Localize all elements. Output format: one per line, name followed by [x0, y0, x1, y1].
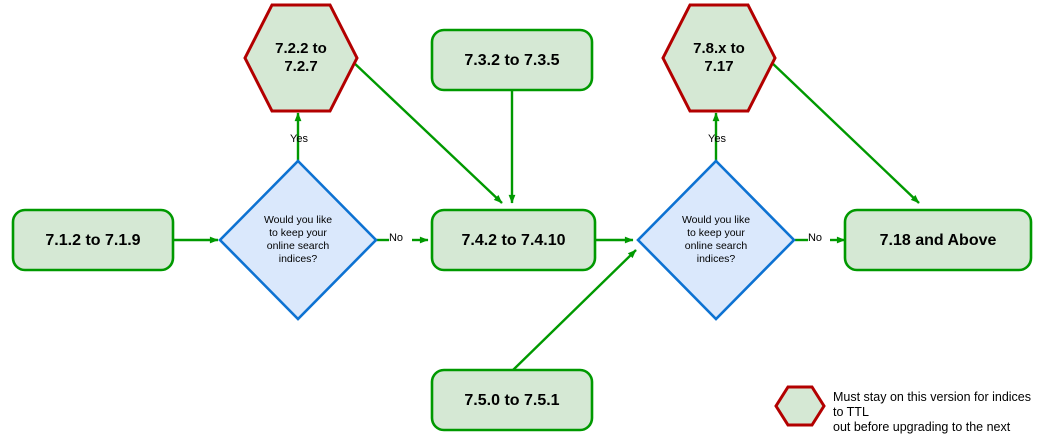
edge-label-yes-right: Yes	[708, 133, 726, 145]
edge-label-no-left: No	[388, 232, 404, 244]
node-v712[interactable]	[11, 208, 175, 272]
node-decision-left[interactable]	[218, 159, 378, 321]
edge-label-no-right: No	[807, 232, 823, 244]
node-v742[interactable]	[430, 208, 597, 272]
edge-v722-to-v742	[351, 60, 503, 204]
node-v732[interactable]	[430, 28, 594, 92]
edge-v750-to-d2	[511, 249, 637, 372]
node-v718[interactable]	[843, 208, 1033, 272]
legend-hexagon-icon	[774, 385, 826, 427]
node-v722[interactable]	[243, 3, 359, 113]
node-v750[interactable]	[430, 368, 594, 432]
edge-v78x-to-v718	[769, 60, 920, 204]
node-v78x[interactable]	[661, 3, 777, 113]
legend-description: Must stay on this version for indices to…	[833, 390, 1031, 434]
node-decision-right[interactable]	[636, 159, 796, 321]
edge-label-yes-left: Yes	[290, 133, 308, 145]
